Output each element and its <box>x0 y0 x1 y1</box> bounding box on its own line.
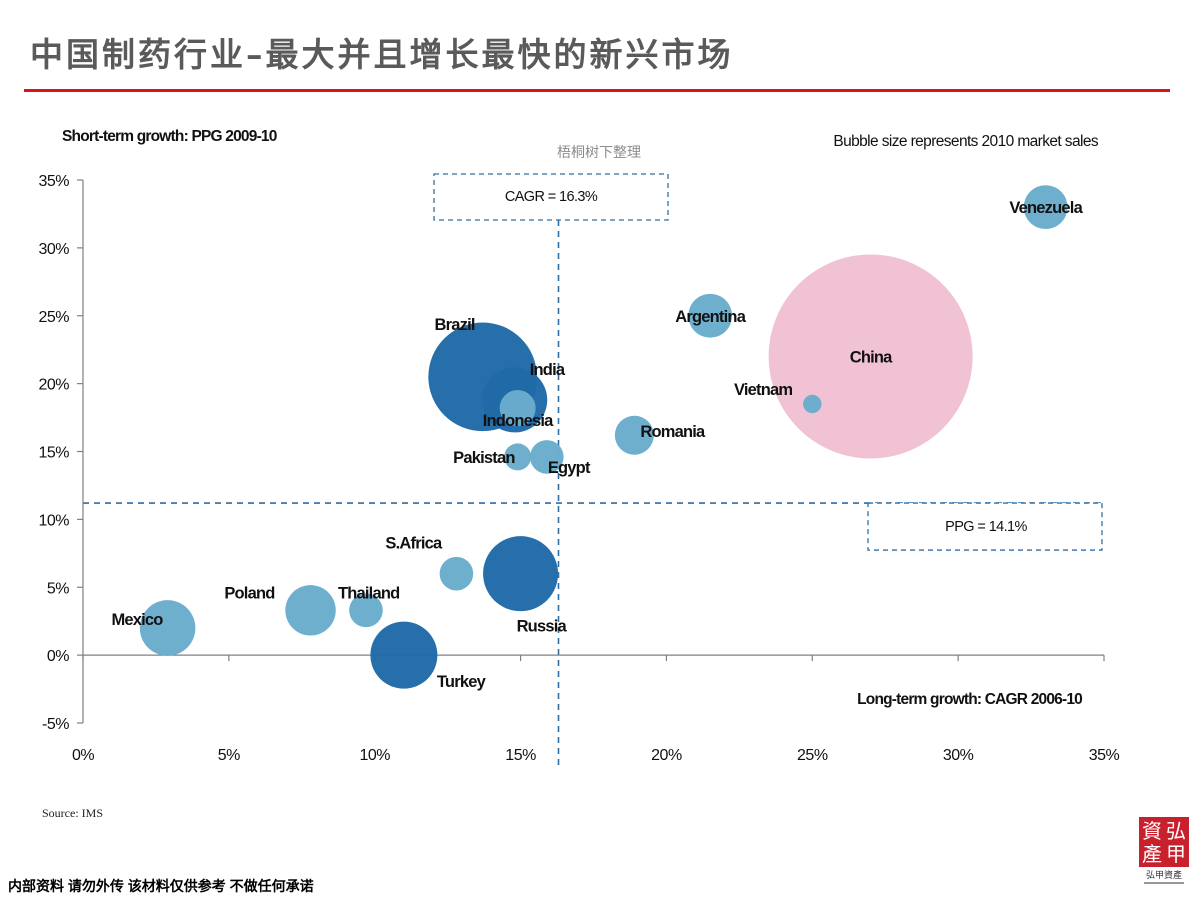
page-title: 中国制药行业–最大并且增长最快的新兴市场 <box>30 35 734 74</box>
bubble-label: China <box>850 348 893 366</box>
y-tick-label: 10% <box>38 512 69 529</box>
bubble-label: Pakistan <box>453 449 515 467</box>
bubble-russia <box>483 536 559 612</box>
title-divider <box>24 89 1170 92</box>
bubble-thailand <box>349 593 383 628</box>
x-tick-label: 35% <box>1089 747 1120 764</box>
bubble-label: Turkey <box>437 673 487 691</box>
x-tick-label: 0% <box>72 747 94 764</box>
bubble-egypt <box>530 440 564 474</box>
logo-char: 甲 <box>1166 842 1186 866</box>
x-tick-label: 5% <box>218 747 240 764</box>
bubble-chart: CAGR = 16.3% PPG = 14.1% 0% 5% 10% 15% 20% 25%… <box>38 128 1120 768</box>
logo-underline <box>1144 882 1184 884</box>
bubble-indonesia <box>499 390 536 427</box>
bubble-label: Romania <box>640 423 706 441</box>
logo-caption: 弘甲資產 <box>1146 869 1182 881</box>
logo-char: 產 <box>1142 842 1162 866</box>
bubble-label: India <box>530 361 566 379</box>
x-tick-label: 10% <box>359 747 390 764</box>
x-tick-label: 20% <box>651 747 682 764</box>
bubble-turkey <box>370 621 438 689</box>
bubble-s-africa <box>439 556 474 591</box>
bubble-label: Indonesia <box>483 412 554 430</box>
bubble-pakistan <box>504 443 532 471</box>
y-tick-label: -5% <box>42 716 69 733</box>
bubble-label: Mexico <box>111 611 163 629</box>
y-tick-label: 20% <box>38 377 69 394</box>
y-tick-label: 30% <box>38 241 69 258</box>
bubble-size-note: Bubble size represents 2010 market sales <box>833 133 1098 150</box>
bubble-label: Brazil <box>435 316 475 334</box>
watermark-text: 梧桐树下整理 <box>557 145 641 161</box>
bubble-label: Egypt <box>548 459 591 477</box>
logo-char: 弘 <box>1166 819 1186 843</box>
bubble-poland <box>285 585 336 636</box>
ppg-reference-label: PPG = 14.1% <box>945 519 1027 535</box>
y-axis-label: Short-term growth: PPG 2009-10 <box>62 128 277 145</box>
cagr-reference-label: CAGR = 16.3% <box>505 189 598 205</box>
bubble-label: Vietnam <box>734 381 792 399</box>
bubble-label: Russia <box>517 618 568 636</box>
bubble-venezuela <box>1023 185 1068 230</box>
bubble-vietnam <box>803 394 822 414</box>
logo-char: 資 <box>1142 819 1162 843</box>
ppg-reference-box <box>867 502 1103 551</box>
company-logo: 弘 甲 資 產 弘甲資產 <box>1139 817 1189 884</box>
bubble-mexico <box>139 600 196 656</box>
x-tick-label: 15% <box>505 747 536 764</box>
x-axis-label: Long-term growth: CAGR 2006-10 <box>857 691 1082 708</box>
bubble-label: Thailand <box>338 584 399 602</box>
bubble-label: Argentina <box>675 308 746 326</box>
y-tick-label: 15% <box>38 445 69 462</box>
x-tick-label: 25% <box>797 747 828 764</box>
y-tick-label: 35% <box>38 173 69 190</box>
bubble-label: Venezuela <box>1009 199 1083 217</box>
y-tick-label: 5% <box>47 580 69 597</box>
cagr-reference-box <box>433 173 669 221</box>
bubble-argentina <box>688 293 733 338</box>
bubble-label: S.Africa <box>385 535 443 553</box>
footer-disclaimer: 内部资料 请勿外传 该材料仅供参考 不做任何承诺 <box>8 878 314 894</box>
bubble-label: Poland <box>224 584 274 602</box>
bubble-romania <box>614 415 654 455</box>
x-tick-label: 30% <box>943 747 974 764</box>
y-tick-label: 0% <box>47 648 69 665</box>
y-tick-label: 25% <box>38 309 69 326</box>
logo-seal <box>1139 817 1189 867</box>
source-note: Source: IMS <box>42 806 103 820</box>
